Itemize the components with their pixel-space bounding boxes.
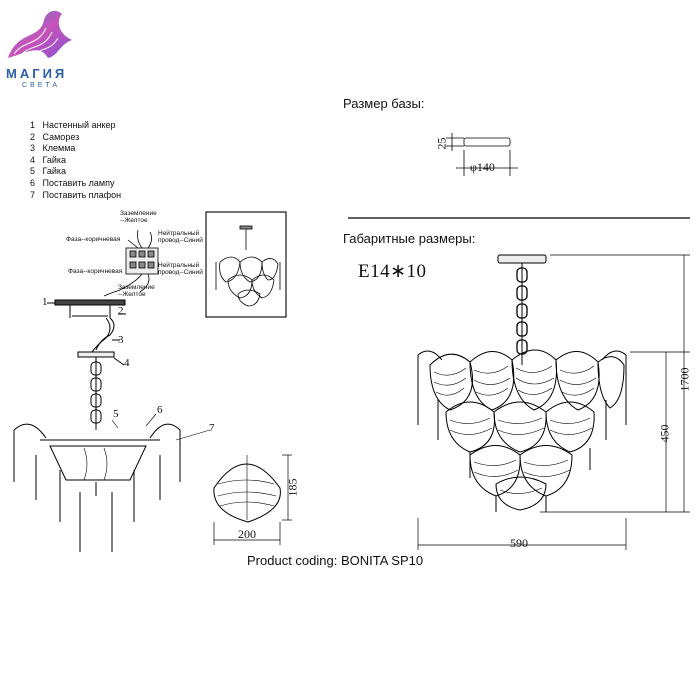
shade-height-dimension: 185 — [285, 478, 300, 497]
shade-detail — [213, 454, 292, 545]
callout-4: 4 — [124, 357, 130, 369]
overall-dimensions-title: Габаритные размеры: — [343, 231, 476, 246]
total-height-dimension: 1700 — [677, 367, 692, 392]
callout-6: 6 — [157, 404, 163, 416]
parts-list-item: 4 Гайка — [30, 154, 67, 165]
overall-dimension-lines — [417, 254, 690, 550]
base-drawing — [446, 133, 518, 176]
installation-diagram — [13, 299, 211, 552]
callout-2: 2 — [118, 305, 124, 317]
socket-spec: E14∗10 — [358, 261, 427, 282]
shade-width-dimension: 200 — [238, 527, 256, 541]
brand-name: МАГИЯ — [6, 66, 68, 81]
chandelier-front-view — [417, 254, 627, 512]
callout-3: 3 — [118, 334, 124, 346]
width-dimension: 590 — [510, 536, 528, 550]
parts-list-item: 2 Саморез — [30, 131, 80, 142]
wire-label-neutral-bottom: Нейтральный провод--Синий — [158, 262, 203, 276]
wire-label-neutral-top: Нейтральный провод--Синий — [158, 230, 203, 244]
inset-thumbnail — [205, 211, 287, 318]
callout-1: 1 — [42, 296, 48, 308]
brand-tagline: СВЕТА — [22, 82, 61, 89]
base-size-title: Размер базы: — [343, 96, 425, 111]
parts-list-item: 1 Настенный анкер — [30, 120, 116, 130]
parts-list-item: 5 Гайка — [30, 166, 67, 177]
wire-label-phase-top: Фаза--коричневая — [66, 236, 121, 243]
product-coding: Product coding: BONITA SP10 — [247, 553, 424, 568]
wire-label-ground-top: Заземление --Желтое — [120, 210, 157, 224]
wire-label-ground-bottom: Заземление --Желтое — [118, 284, 155, 298]
parts-list-item: 3 Клемма — [30, 143, 76, 154]
body-height-dimension: 450 — [657, 424, 672, 443]
terminal-block — [103, 229, 159, 297]
parts-list-item: 7 Поставить плафон — [30, 189, 122, 200]
callout-5: 5 — [113, 408, 119, 420]
logo-mark — [8, 10, 72, 59]
callout-7: 7 — [209, 422, 215, 434]
base-height-dimension: 25 — [434, 137, 449, 150]
parts-list: 1 Настенный анкер 2 Саморез 3 Клемма 4 Г… — [30, 120, 121, 201]
base-diameter-dimension: φ140 — [470, 160, 495, 174]
wire-label-phase-bottom: Фаза--коричневая — [68, 268, 123, 275]
parts-list-item: 6 Поставить лампу — [30, 177, 115, 188]
